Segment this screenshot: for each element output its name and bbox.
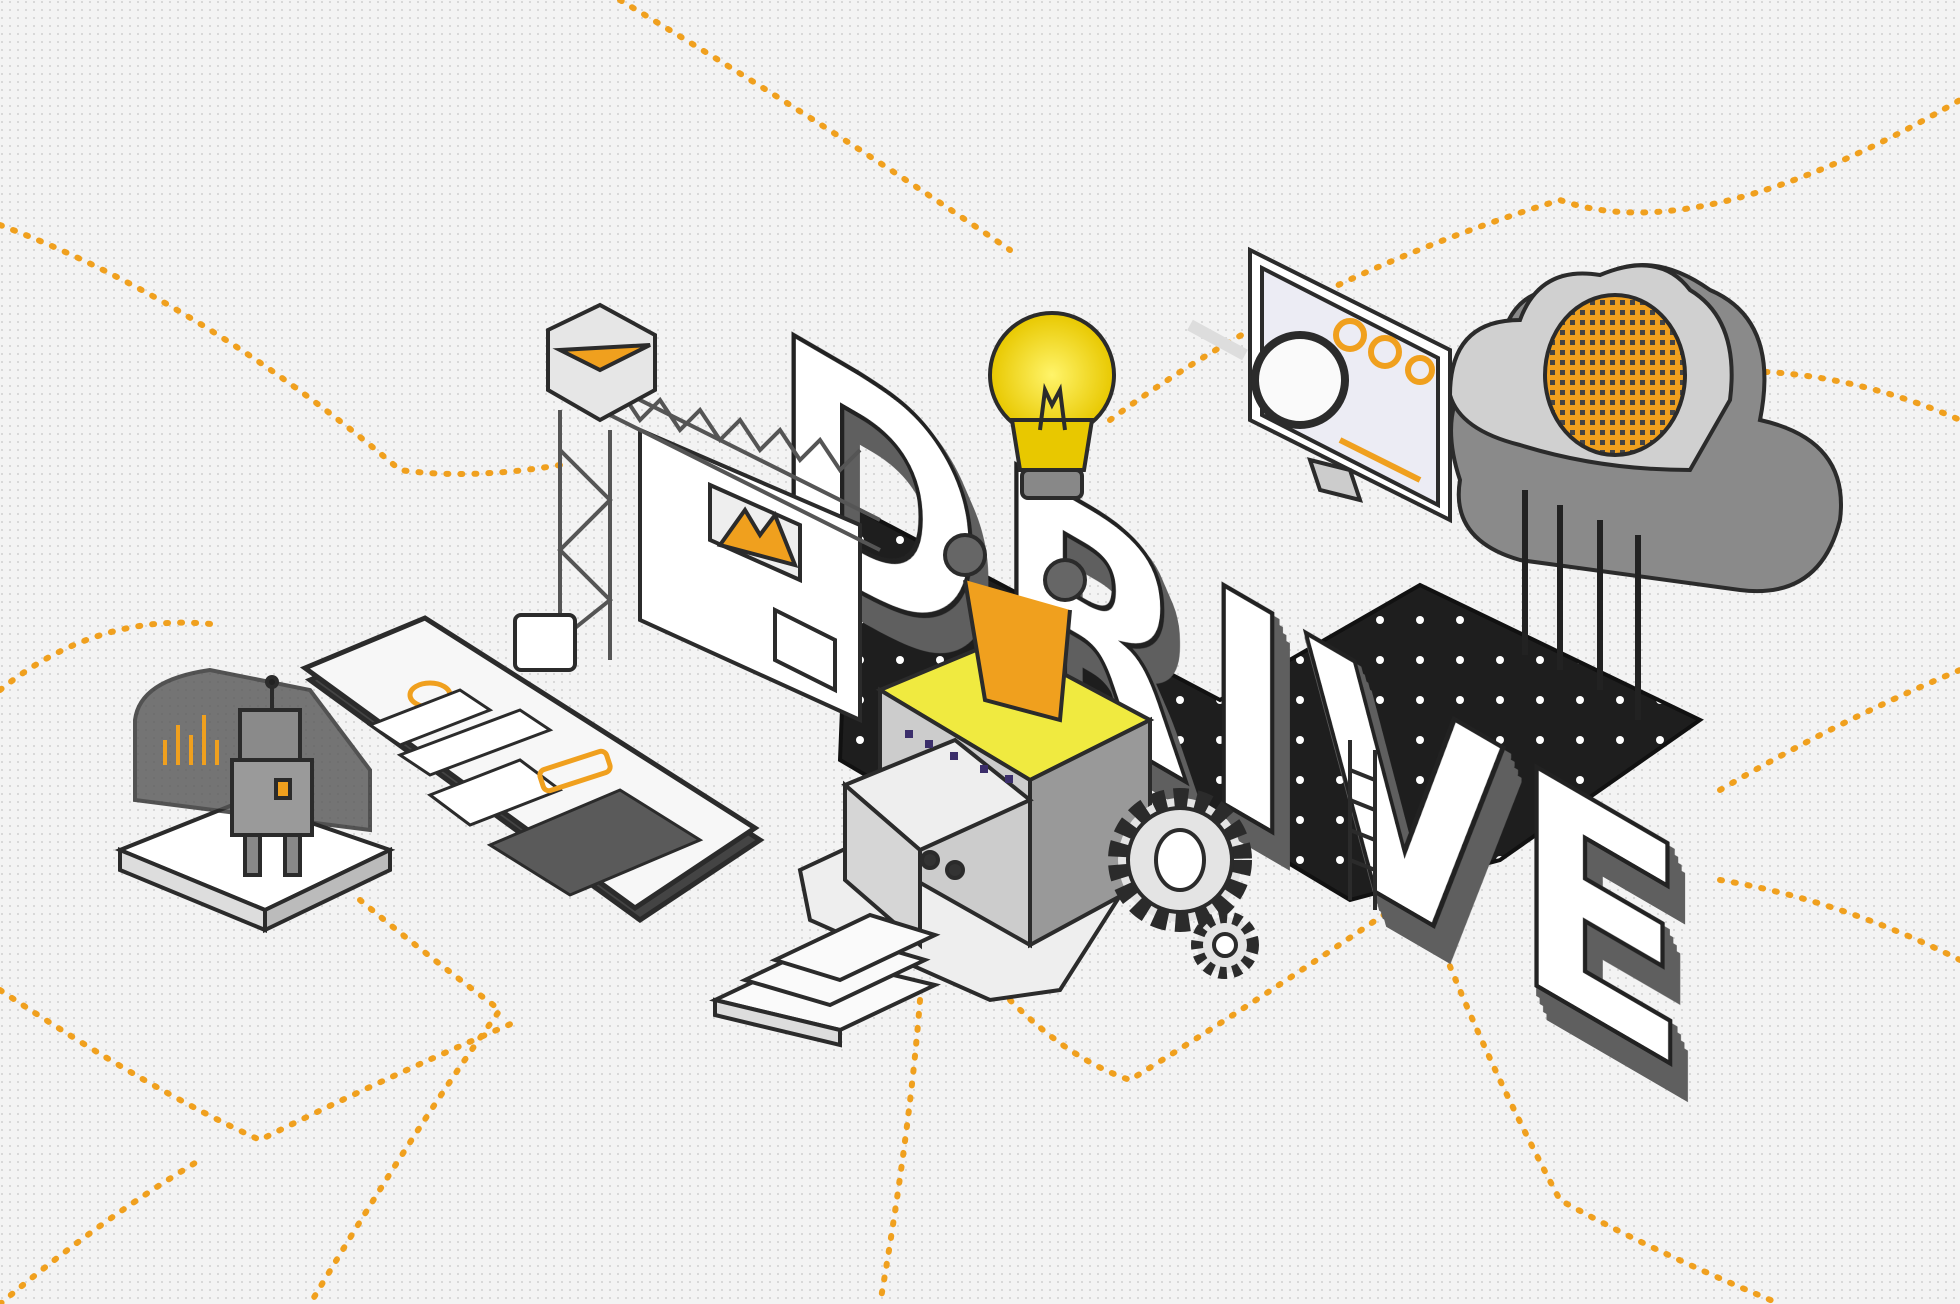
gear-icon — [1108, 788, 1259, 979]
billboard-crane — [513, 302, 881, 724]
lightbulb-icon — [988, 311, 1116, 500]
tablet-wireframe — [299, 615, 765, 924]
ladder — [1348, 740, 1377, 910]
cloud-icon — [1447, 263, 1843, 720]
stairs — [709, 912, 941, 1048]
robot-icon — [114, 667, 396, 934]
monitor-search-icon — [1187, 246, 1452, 524]
